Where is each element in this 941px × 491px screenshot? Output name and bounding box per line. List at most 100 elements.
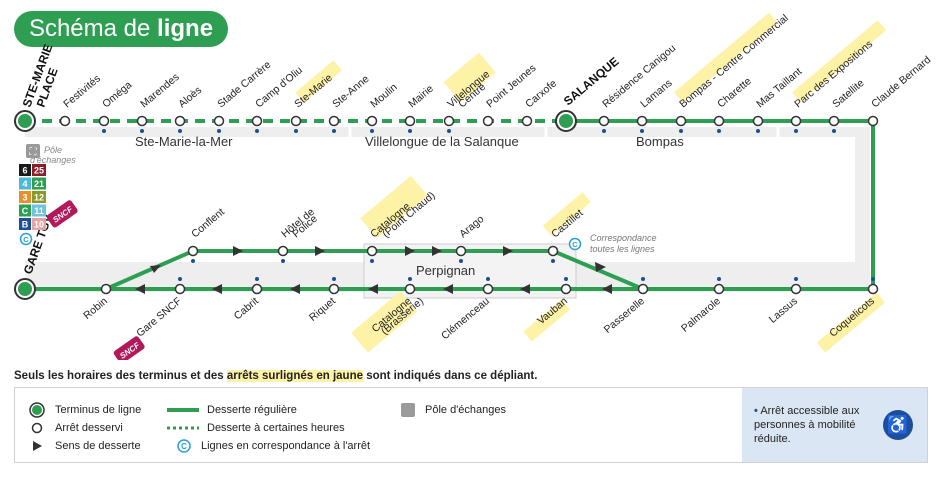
stop-marker[interactable] [443, 115, 455, 127]
accessible-dot [281, 259, 285, 263]
stop-marker[interactable] [828, 115, 840, 127]
stop-marker[interactable] [100, 283, 112, 295]
connection-badge [32, 164, 46, 176]
stop-marker[interactable] [713, 283, 725, 295]
accessible-dot [255, 129, 259, 133]
accessible-dot [191, 259, 195, 263]
note-before: Seuls les horaires des terminus et des [14, 370, 224, 382]
stop-marker[interactable] [521, 115, 533, 127]
correspondance-label-2: toutes les lignes [590, 244, 655, 254]
legend: Terminus de ligne Arrêt desservi Sens de… [14, 387, 928, 463]
stop-label: Passerelle [602, 295, 647, 336]
stop-label: Cabrit [232, 295, 261, 322]
accessible-dot [602, 129, 606, 133]
stop-marker[interactable] [290, 115, 302, 127]
stop-label: Claude Bernard [869, 54, 933, 111]
direction-arrows [135, 246, 612, 294]
stop-marker[interactable] [482, 283, 494, 295]
arrow-icon [233, 246, 243, 256]
correspondance-glyph: C [572, 240, 578, 249]
arrow-icon [405, 246, 415, 256]
stop-marker[interactable] [482, 115, 494, 127]
terminus-gare-tgv-inner [18, 282, 32, 296]
stop-marker[interactable] [752, 115, 764, 127]
legend-terminus-label: Terminus de ligne [55, 404, 142, 416]
connection-label: 25 [34, 166, 44, 176]
stop-marker[interactable] [636, 115, 648, 127]
accessible-dot [255, 277, 259, 281]
accessible-dot [564, 277, 568, 281]
stop-marker[interactable] [675, 115, 687, 127]
stop-marker[interactable] [366, 245, 378, 257]
stop-marker[interactable] [637, 283, 649, 295]
connection-badge [32, 218, 46, 230]
stop-marker[interactable] [251, 115, 263, 127]
stop-label: Aloès [176, 84, 204, 110]
stop-label: Gare SNCF [134, 295, 184, 339]
stop-marker[interactable] [174, 283, 186, 295]
stop-label: Festivités [61, 73, 103, 111]
pole-label-2: d'échanges [30, 155, 76, 165]
connection-badge [19, 164, 31, 176]
stop-marker[interactable] [187, 245, 199, 257]
stop-marker[interactable] [328, 115, 340, 127]
stop-label: Clémenceau [439, 295, 492, 342]
stop-marker[interactable] [790, 115, 802, 127]
stop-marker[interactable] [251, 283, 263, 295]
stop-label: Moulin [368, 81, 400, 110]
stop-marker[interactable] [560, 283, 572, 295]
accessible-dot [871, 277, 875, 281]
connection-badge [19, 204, 31, 217]
highlights [295, 12, 887, 353]
stop-marker[interactable] [867, 283, 879, 295]
stop-marker[interactable] [867, 115, 879, 127]
note-after: sont indiqués dans ce dépliant. [366, 370, 538, 382]
accessible-dot [640, 129, 644, 133]
zone-inner [25, 137, 855, 262]
stop-label: Coquelicots [827, 295, 877, 339]
stop-marker[interactable] [455, 245, 467, 257]
title-part1: Schéma de [28, 15, 151, 42]
arrow-icon [503, 246, 513, 256]
stop-marker[interactable] [404, 115, 416, 127]
accessible-dot [717, 129, 721, 133]
connection-label: 12 [34, 193, 44, 203]
stop-marker[interactable] [213, 115, 225, 127]
zone-label: Ste-Marie-la-Mer [135, 134, 233, 149]
connection-badge [19, 177, 31, 190]
connection-label: 6 [22, 166, 27, 176]
correspondance-glyph: C [23, 235, 29, 244]
arrow-icon [602, 284, 612, 294]
accessible-dot [408, 277, 412, 281]
connection-badge [19, 218, 31, 230]
stop-marker[interactable] [404, 283, 416, 295]
stop-marker[interactable] [277, 245, 289, 257]
legend-correspondance-label: Lignes en correspondance à l'arrêt [201, 440, 371, 452]
stop-marker[interactable] [598, 115, 610, 127]
stop-label: Riquet [307, 295, 338, 324]
stop-marker[interactable] [174, 115, 186, 127]
stop-label: Satellite [830, 77, 866, 110]
stop-marker[interactable] [59, 115, 71, 127]
stop-marker[interactable] [98, 115, 110, 127]
accessible-dot [178, 277, 182, 281]
connection-label: 11 [34, 206, 44, 216]
stop-label: Carxofe [523, 77, 559, 110]
arrow-icon [212, 284, 222, 294]
stop-marker[interactable] [547, 245, 559, 257]
stop-marker[interactable] [713, 115, 725, 127]
legend-certaines: Desserte à certaines heures [167, 420, 345, 436]
stop-marker[interactable] [366, 115, 378, 127]
stop-marker[interactable] [328, 283, 340, 295]
accessible-dot [794, 129, 798, 133]
connection-badge [32, 177, 46, 190]
stop-marker[interactable] [790, 283, 802, 295]
stop-marker[interactable] [136, 115, 148, 127]
accessible-dot [551, 259, 555, 263]
correspondance-label-1: Correspondance [590, 233, 657, 243]
title-part2: ligne [157, 15, 214, 42]
accessible-dot [370, 129, 374, 133]
terminus-ste-marie-inner [18, 114, 32, 128]
